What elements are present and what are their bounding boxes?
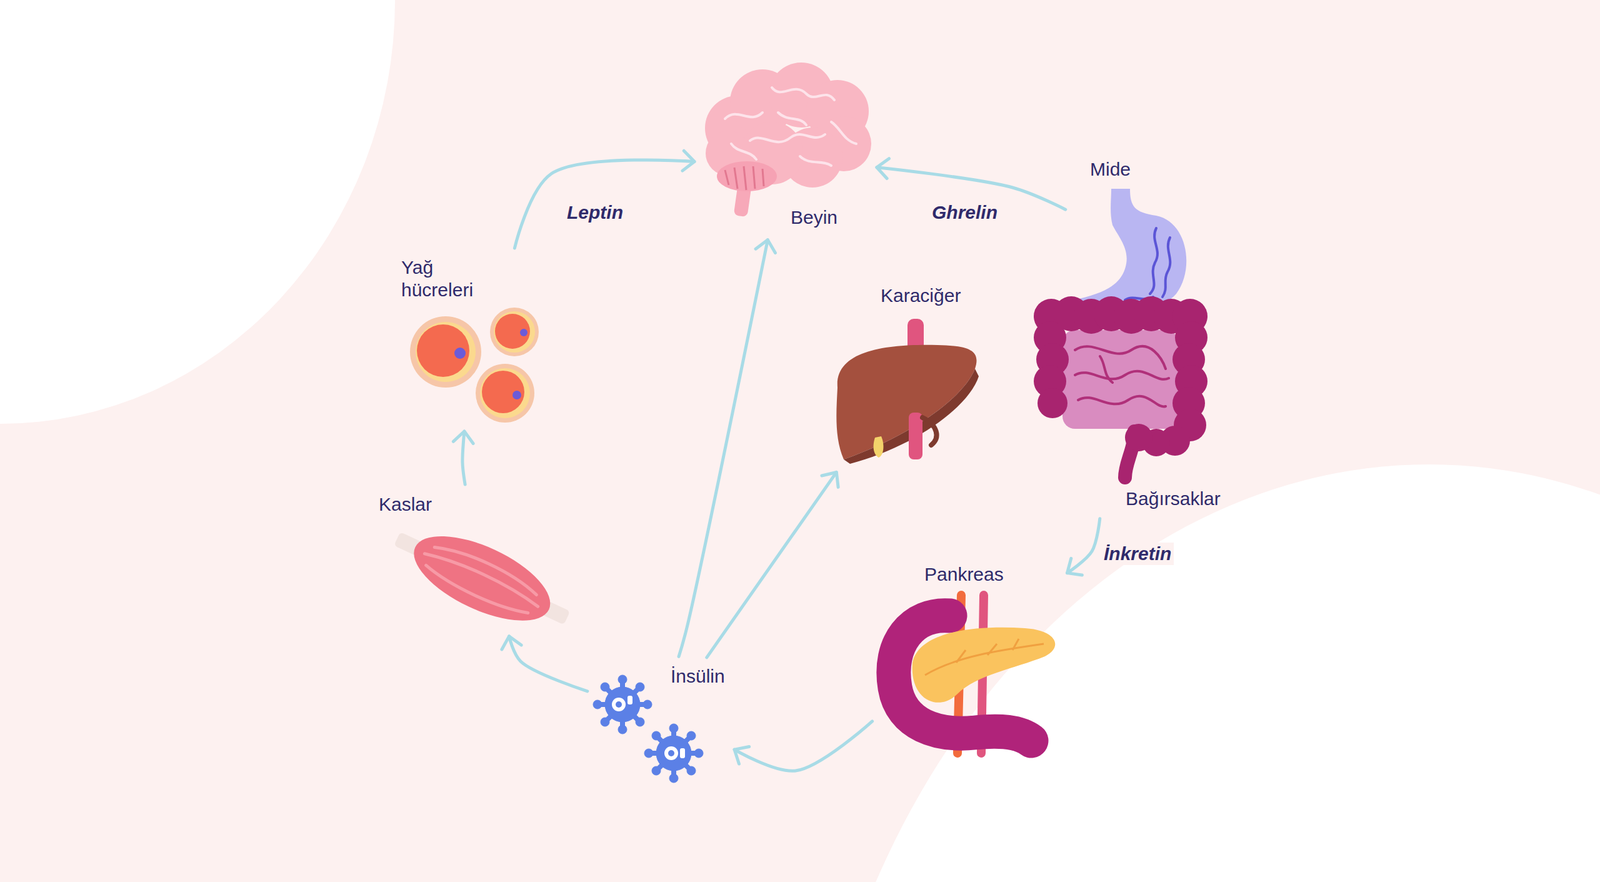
stomach-illustration [1072,188,1187,317]
organ-label: Bağırsaklar [1125,487,1221,510]
organ-node: Yağ hücreleri [398,253,541,425]
fat-cells-illustration [410,307,539,423]
muscle-illustration [383,510,580,647]
hormone-arrow [1067,518,1100,574]
organ-label: İnsülin [670,665,725,688]
hormone-arrow [514,160,695,249]
pancreas-illustration [893,595,1055,754]
organ-label: Yağ hücreleri [401,256,474,302]
organ-node: Kaslar [376,490,572,630]
organ-node: Mide [1071,155,1190,318]
organ-label: Pankreas [924,563,1004,586]
organ-node: Karaciğer [831,281,980,465]
organ-node: Bağırsaklar [1032,296,1224,513]
hormone-label: Ghrelin [929,201,1000,224]
organ-label: Karaciğer [880,284,961,307]
hormone-label: İnkretin [1101,542,1174,565]
hormone-arrow [509,636,588,692]
organ-label: Kaslar [378,493,432,516]
hormone-arrow [734,721,873,771]
intestines-illustration [1033,296,1208,478]
hormone-arrow [706,471,837,657]
organ-node: İnsülin [593,662,728,785]
insulin-illustration [593,675,704,783]
hormone-label: Leptin [564,201,626,224]
background-blob [796,464,1600,882]
background-blob [0,0,395,424]
liver-illustration [836,318,979,464]
brain-illustration [705,62,872,217]
organ-node: Beyin [701,76,870,232]
organ-node: Pankreas [877,560,1063,756]
organ-label: Beyin [790,206,838,229]
hormone-arrow [678,240,768,657]
organ-label: Mide [1090,158,1131,181]
hormone-arrow [462,431,465,485]
